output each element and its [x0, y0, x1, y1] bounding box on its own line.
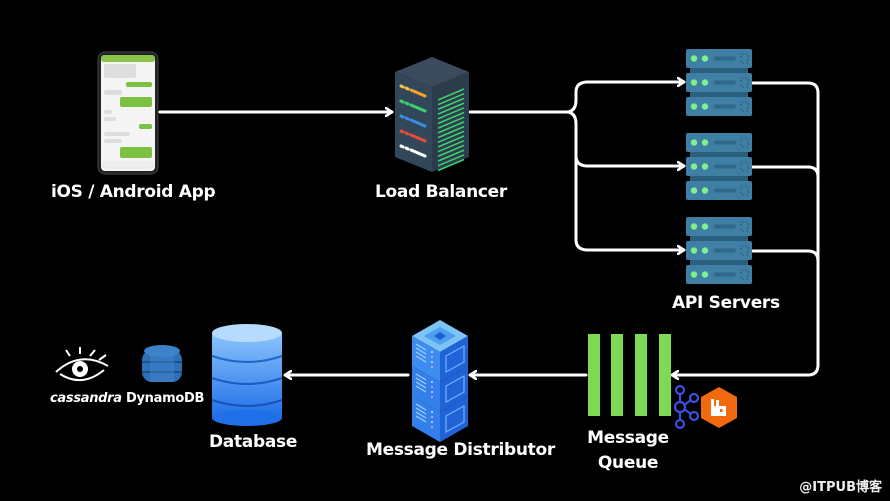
- drive-slot: [714, 188, 736, 193]
- database-cylinder-icon: [211, 324, 283, 426]
- drive-slot: [714, 80, 736, 85]
- panel: [445, 344, 465, 374]
- drive-slot: [714, 104, 736, 109]
- edge-api2-out: [750, 165, 820, 179]
- server-gap: [690, 260, 748, 265]
- led-icon: [690, 271, 698, 278]
- rabbitmq-icon: [701, 387, 737, 428]
- vent-line: [437, 92, 465, 106]
- vent-line: [437, 154, 465, 167]
- cassandra-label: cassandra: [50, 391, 122, 406]
- vent-line: [437, 144, 465, 158]
- queue-bars-icon: [588, 334, 671, 416]
- distributor-tier: [412, 336, 468, 382]
- cassandra-eye-icon: [55, 347, 109, 381]
- led-icon: [701, 55, 709, 62]
- led-icon: [690, 139, 698, 146]
- api-server-stack: [686, 217, 752, 284]
- message-distributor-label: Message Distributor: [366, 440, 555, 460]
- led-icon: [690, 103, 698, 110]
- panel: [445, 404, 465, 434]
- led-icon: [701, 223, 709, 230]
- dynamodb-label: DynamoDB: [126, 391, 205, 406]
- led-icon: [701, 103, 709, 110]
- dynamodb-icon: [142, 345, 182, 382]
- led-icon: [701, 247, 709, 254]
- vent-line: [437, 88, 465, 101]
- vent-line: [437, 149, 465, 162]
- client-label: iOS / Android App: [51, 182, 216, 202]
- load-balancer-label: Load Balancer: [375, 182, 507, 202]
- database-label: Database: [209, 432, 298, 452]
- server-tower-icon: [412, 320, 468, 442]
- drive-slot: [714, 272, 736, 277]
- drive-slot: [714, 56, 736, 61]
- server-gap: [690, 92, 748, 97]
- led-icon: [701, 163, 709, 170]
- server-gap: [690, 68, 748, 73]
- drive-slot: [714, 140, 736, 145]
- vent-line: [437, 121, 465, 134]
- vent-line: [437, 102, 465, 115]
- server-gap: [690, 152, 748, 157]
- edge-api1-out: [670, 81, 820, 375]
- led-icon: [690, 55, 698, 62]
- drive-slot: [714, 164, 736, 169]
- led-icon: [690, 187, 698, 194]
- smartphone-chat-icon: [97, 51, 159, 175]
- kafka-icon: [673, 384, 700, 430]
- api-server-stack: [686, 49, 752, 116]
- watermark: @ITPUB博客: [799, 480, 882, 495]
- api-server-stacks: [686, 49, 752, 284]
- panel: [445, 374, 465, 404]
- drive-slot: [714, 224, 736, 229]
- edge-lb-to-api3: [574, 154, 686, 250]
- edge-lb-split: [468, 82, 686, 114]
- vent-line: [437, 125, 465, 139]
- server-gap: [690, 236, 748, 241]
- vent-line: [437, 116, 465, 129]
- server-rack-icon: [395, 57, 469, 172]
- message-queue-label-line1: Message: [587, 428, 669, 448]
- led-icon: [690, 247, 698, 254]
- distributor-tier: [412, 366, 468, 412]
- vent-line: [437, 97, 465, 111]
- vent-line: [437, 107, 465, 120]
- edge-api3-out: [750, 249, 820, 263]
- led-icon: [701, 187, 709, 194]
- vent-line: [437, 111, 465, 125]
- vent-line: [437, 139, 465, 153]
- vent-line: [437, 135, 465, 148]
- drive-slot: [714, 248, 736, 253]
- led-icon: [690, 223, 698, 230]
- led-icon: [690, 79, 698, 86]
- vent-line: [437, 130, 465, 144]
- led-icon: [701, 271, 709, 278]
- message-queue-label-line2: Queue: [597, 453, 659, 473]
- server-gap: [690, 176, 748, 181]
- edges: [158, 81, 820, 375]
- led-icon: [690, 163, 698, 170]
- edge-lb-to-api2: [564, 110, 686, 166]
- led-icon: [701, 139, 709, 146]
- api-servers-label: API Servers: [672, 293, 780, 313]
- vent-line: [437, 158, 465, 172]
- api-server-stack: [686, 133, 752, 200]
- led-icon: [701, 79, 709, 86]
- distributor-tier: [412, 396, 468, 442]
